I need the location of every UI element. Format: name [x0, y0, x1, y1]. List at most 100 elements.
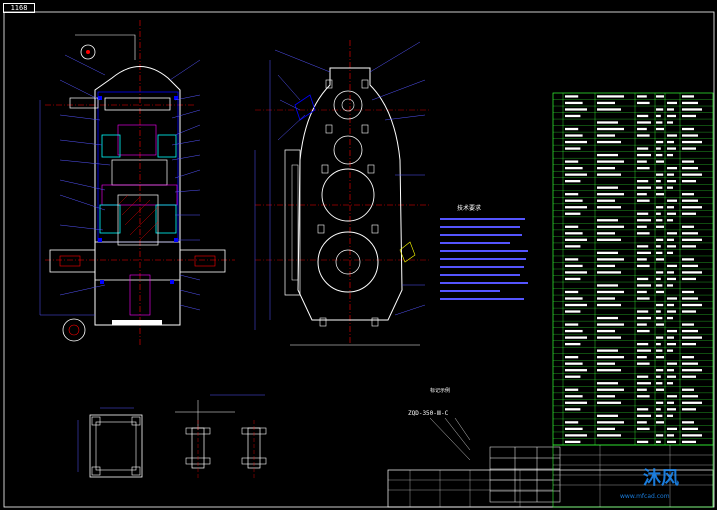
parts-list-cell-text	[597, 225, 624, 228]
parts-list-cell-text	[656, 95, 664, 98]
parts-list-cell-text	[682, 310, 696, 313]
parts-list-cell-text	[637, 225, 647, 228]
parts-list-cell-text	[656, 421, 664, 424]
parts-list-cell-text	[565, 342, 581, 346]
parts-list-cell-text	[637, 323, 647, 326]
parts-list-cell-text	[682, 127, 694, 131]
parts-list-cell-text	[682, 356, 694, 359]
parts-list-cell-text	[597, 401, 621, 404]
parts-list-cell-text	[667, 427, 677, 431]
parts-list-cell-text	[565, 193, 579, 196]
parts-list-cell-text	[597, 166, 615, 170]
parts-list-cell-text	[667, 232, 677, 235]
parts-list-cell-text	[682, 375, 696, 378]
parts-list-cell-text	[667, 382, 673, 385]
parts-list-cell-text	[682, 421, 694, 424]
parts-list-cell-text	[682, 114, 696, 118]
watermark-logo: 沐风 www.mfcad.com	[620, 467, 679, 500]
parts-list-cell-text	[597, 297, 615, 300]
parts-list-cell-text	[565, 238, 587, 241]
parts-list-cell-text	[637, 297, 650, 300]
parts-list-cell-text	[565, 375, 581, 378]
parts-list-cell-text	[656, 349, 663, 352]
parts-list-cell-text	[597, 206, 621, 209]
parts-list-cell-text	[656, 284, 663, 287]
parts-list-cell-text	[682, 134, 698, 137]
parts-list-cell-text	[656, 316, 663, 320]
parts-list-cell-text	[637, 95, 647, 98]
parts-list-cell-text	[682, 336, 702, 339]
parts-list-cell-text	[682, 193, 694, 196]
drawing-frame	[3, 11, 715, 508]
parts-list-cell-text	[597, 434, 621, 437]
parts-list-cell-text	[656, 225, 664, 228]
parts-list-cell-text	[565, 329, 583, 333]
parts-list-cell-text	[597, 316, 618, 320]
parts-list-cell-text	[637, 284, 651, 287]
parts-list-cell-text	[667, 414, 673, 417]
parts-list-cell-text	[597, 95, 624, 98]
parts-list-cell-text	[597, 108, 621, 111]
parts-list-cell-text	[667, 121, 673, 124]
parts-list-cell-text	[682, 277, 696, 281]
parts-list-cell-text	[637, 193, 647, 196]
parts-list-cell-text	[682, 434, 702, 437]
parts-list-cell-text	[667, 349, 673, 352]
parts-list-cell-text	[637, 180, 649, 183]
parts-list-cell-text	[565, 225, 579, 228]
parts-list-cell-text	[682, 271, 702, 274]
performance-table	[489, 446, 561, 503]
parts-list-cell-text	[667, 212, 676, 215]
parts-list-cell-text	[637, 166, 650, 170]
parts-list-cell-text	[637, 212, 649, 215]
parts-list-cell-text	[682, 290, 694, 294]
parts-list-cell-text	[637, 349, 651, 352]
parts-list-cell-text	[637, 290, 647, 294]
model-code: ZQD-350-Ⅲ-C	[408, 410, 449, 417]
front-elevation-view	[254, 40, 430, 346]
parts-list-cell-text	[637, 264, 650, 268]
parts-list-cell-text	[597, 421, 624, 424]
left-view-leaders	[59, 54, 201, 311]
parts-list-cell-text	[597, 232, 615, 235]
parts-list-cell-text	[565, 232, 583, 235]
parts-list-cell-text	[656, 382, 663, 385]
parts-list-cell-text	[565, 395, 583, 398]
parts-list-cell-text	[656, 114, 661, 118]
parts-list-cell-text	[597, 173, 621, 176]
parts-list-cell-text	[667, 440, 676, 444]
parts-list-cell-text	[637, 101, 650, 105]
parts-list-cell-text	[637, 329, 650, 333]
parts-list-cell-text	[637, 408, 649, 411]
parts-list-cell-text	[565, 101, 583, 105]
parts-list-cell-text	[656, 121, 663, 124]
parts-list-cell-text	[667, 251, 673, 255]
model-caption: 标记示例	[430, 387, 450, 394]
parts-list-cell-text	[667, 362, 677, 365]
parts-list-cell-text	[565, 310, 581, 313]
parts-list-cell-text	[637, 375, 649, 378]
parts-list-cell-text	[682, 232, 698, 235]
parts-list-cell-text	[565, 127, 579, 131]
parts-list-cell-text	[682, 264, 698, 268]
parts-list-cell-text	[597, 160, 624, 163]
parts-list-table	[552, 92, 714, 446]
model-designation: 标记示例 ZQD-350-Ⅲ-C	[408, 387, 471, 461]
parts-list-cell-text	[682, 173, 702, 176]
parts-list-cell-text	[656, 434, 664, 437]
parts-list-cell-text	[597, 414, 618, 417]
foundation-bolt-view-b	[210, 394, 267, 478]
parts-list-cell-text	[597, 134, 615, 137]
parts-list-cell-text	[597, 336, 621, 339]
parts-list-cell-text	[637, 310, 649, 313]
parts-list-cell-text	[667, 375, 676, 378]
parts-list-cell-text	[682, 180, 696, 183]
parts-list-cell-text	[667, 134, 677, 137]
parts-list-cell-text	[656, 127, 664, 131]
sheet-number-box: 1168	[3, 3, 35, 13]
parts-list-cell-text	[667, 147, 676, 150]
parts-list-cell-text	[656, 277, 661, 281]
parts-list-cell-text	[597, 290, 624, 294]
parts-list-cell-text	[597, 356, 624, 359]
